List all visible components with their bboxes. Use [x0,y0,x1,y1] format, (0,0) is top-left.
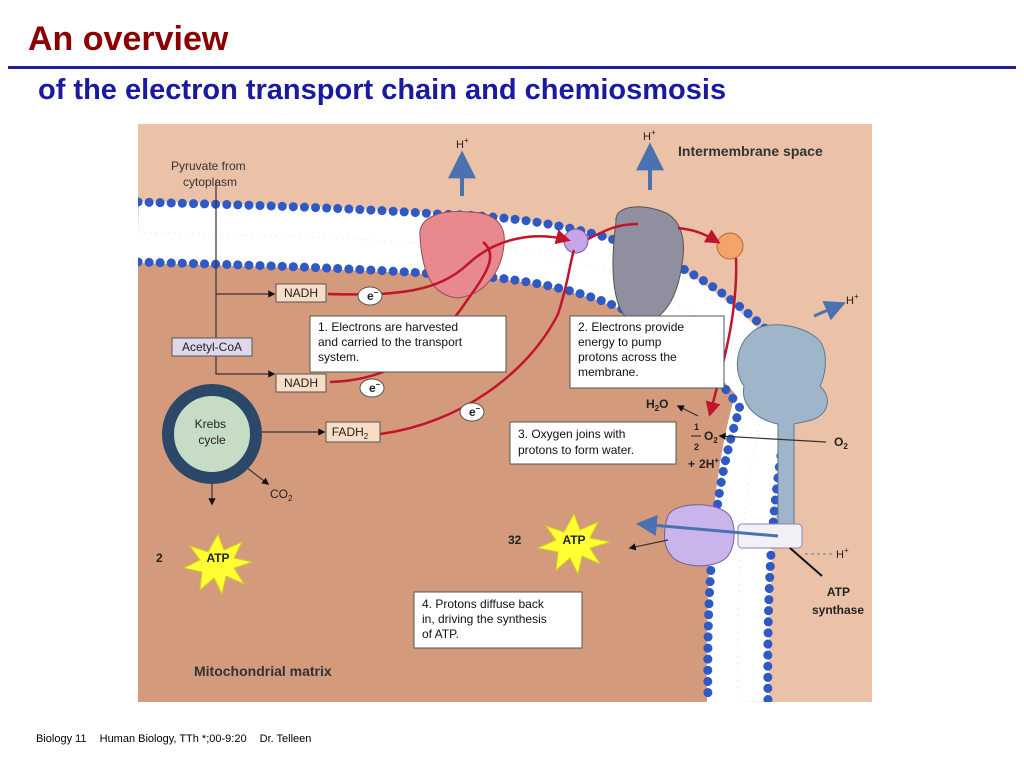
h-plus-label-3: H+ [846,292,859,307]
electron-path-to-oxygen [705,257,738,417]
fadh-box [325,421,381,443]
krebs-label: Krebs cycle [195,417,230,447]
cytochrome-c [716,232,744,260]
electron-1-label: e– [367,288,379,303]
o2-label: O2 [834,435,848,451]
h-plus-label-2: H+ [643,128,656,143]
pyruvate-arrow [215,180,276,378]
nadh-2-label: NADH [284,376,318,390]
electron-path-nadh-2 [329,241,492,384]
synthase-head [664,504,735,567]
callout-step2-box [569,315,725,389]
atp-small-label: ATP [206,551,229,565]
atp-star-small [182,532,254,596]
electron-3 [459,402,485,422]
callout-step2: 2. Electrons provide energy to pump prot… [578,320,687,379]
callout-step1-box [309,315,507,373]
proton-arrow-synthase [635,514,779,538]
intermembrane-label: Intermembrane space [678,143,823,159]
etc-diagram-svg: Pyruvate from cytoplasm Intermembrane sp… [138,124,872,702]
slide-subtitle: of the electron transport chain and chem… [38,74,727,106]
callout-step4-box [413,591,583,649]
h-plus-label-1: H+ [456,136,469,151]
slide-title: An overview [28,20,229,58]
atp-star-large [536,512,611,576]
atp-large-label: ATP [562,533,585,547]
krebs-cycle [162,384,262,484]
slide-footer: Biology 11 Human Biology, TTh *;00-9:20 … [36,733,321,745]
acetyl-coa-box [171,337,253,357]
electron-3-label: e– [469,404,481,419]
etc-diagram: Pyruvate from cytoplasm Intermembrane sp… [138,124,872,702]
complex-iii [612,206,684,325]
atp-synthase-label: ATP synthase [812,585,864,617]
footer-instructor: Dr. Telleen [259,733,312,745]
atp-small-count: 2 [156,551,163,565]
co2-label: CO2 [270,487,293,503]
callout-step4: 4. Protons diffuse back in, driving the … [422,597,550,641]
atp-synthase [736,324,828,545]
acetyl-coa-label: Acetyl-CoA [182,340,242,354]
h-plus-label-4: H+ [836,546,849,561]
synthase-to-atp-arrow [628,539,669,551]
half-o2-symbol: O2 [704,429,718,445]
electron-path-fadh [379,249,576,436]
callout-step3: 3. Oxygen joins with protons to form wat… [518,427,634,457]
electron-path-chain [587,222,718,242]
half-o2-label: 1 2 [694,421,702,452]
nadh-1-box [275,283,327,303]
h2o-label: H2O [646,397,668,413]
o2-arrow [718,432,827,443]
electron-2 [359,378,385,398]
atp-large-count: 32 [508,533,522,547]
callout-step3-box [509,421,677,465]
synthase-pointer [789,547,823,577]
electron-1 [357,286,383,306]
nadh-1-label: NADH [284,286,318,300]
footer-topic: Human Biology, TTh *;00-9:20 [99,733,247,745]
title-divider [8,66,1016,69]
proton-arrow-3 [813,300,846,321]
plus-2h-label: +2H+ [688,456,719,471]
pyruvate-label: Pyruvate from cytoplasm [171,159,249,189]
callout-step1: 1. Electrons are harvested and carried t… [318,320,465,364]
matrix-label: Mitochondrial matrix [194,663,332,679]
footer-course: Biology 11 [36,733,87,745]
fadh-label: FADH2 [332,425,369,441]
electron-2-label: e– [369,380,381,395]
nadh-2-box [275,373,327,393]
h2o-arrow [676,405,699,417]
